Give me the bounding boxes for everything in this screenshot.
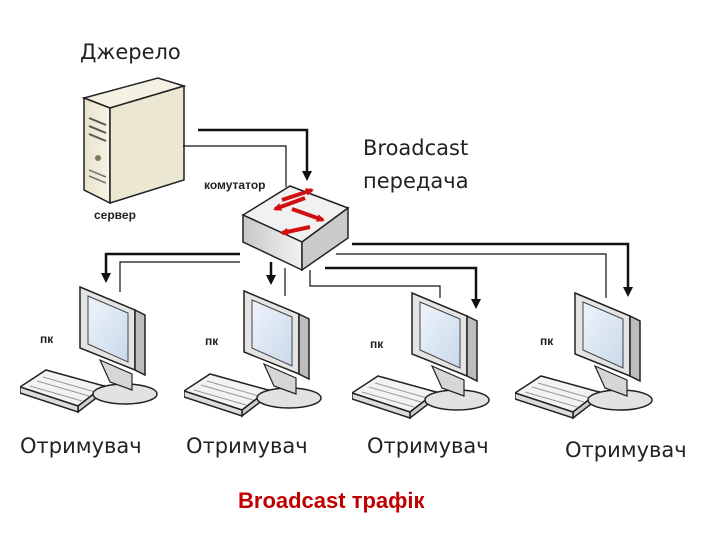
source-label: Джерело (80, 40, 181, 64)
diagram-caption: Broadcast трафік (238, 488, 425, 513)
transmission-label-line1: Broadcast (363, 136, 469, 160)
switch-icon (241, 185, 350, 272)
receiver-label-3: Отримувач (367, 434, 489, 458)
receiver-label-2: Отримувач (186, 434, 308, 458)
connection-lines (101, 128, 633, 309)
pc-2 (184, 290, 322, 417)
transmission-label-line2: передача (363, 169, 469, 193)
receiver-label-1: Отримувач (20, 434, 142, 458)
switch-label: комутатор (204, 178, 266, 192)
pc-label-3: пк (370, 337, 384, 351)
pc-label-2: пк (205, 334, 219, 348)
server-icon (81, 77, 187, 205)
receiver-label-4: Отримувач (565, 438, 687, 462)
switch-arrows-icon (273, 188, 325, 236)
pc-label-1: пк (40, 332, 54, 346)
pc-3 (352, 292, 490, 419)
server-label: сервер (94, 208, 136, 222)
pc-label-4: пк (540, 334, 554, 348)
pc-4 (515, 292, 653, 419)
pc-1 (20, 286, 158, 413)
